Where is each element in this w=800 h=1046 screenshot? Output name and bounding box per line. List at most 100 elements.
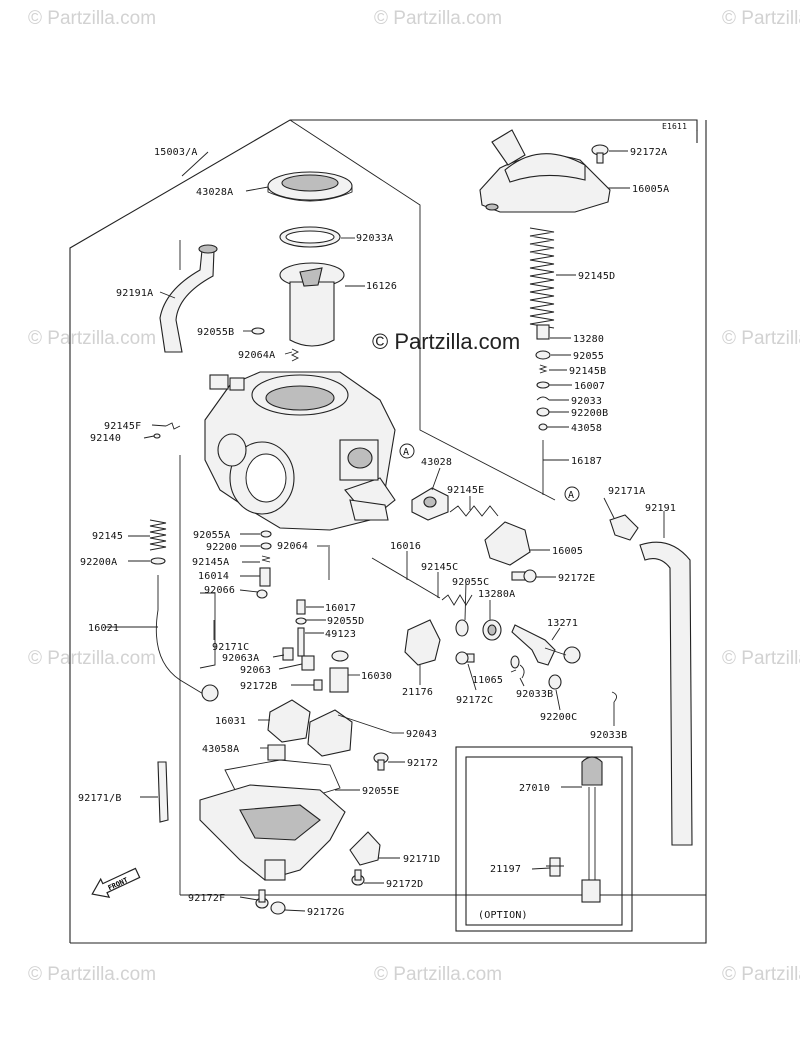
label-92055: 92055 [573,351,604,362]
ring-11065[interactable] [510,655,520,669]
tube-49123[interactable] [297,627,305,657]
screw-92172b[interactable] [313,679,323,691]
label-92171b: 92171/B [78,793,122,804]
watermark-text: © Partzilla.com [28,328,156,349]
pin-92043[interactable] [337,714,393,734]
watermark-text: © Partzilla.com [722,8,800,29]
top-cover-16005a[interactable] [479,129,611,213]
screw-92172g[interactable] [270,901,286,915]
label-92043: 92043 [406,729,437,740]
clamp-92171a[interactable] [609,514,639,541]
watermark-text: © Partzilla.com [28,964,156,985]
lever-13271[interactable] [511,624,581,666]
sensor-21197[interactable] [546,857,564,877]
label-92191a: 92191A [116,288,153,299]
watermark-text: © Partzilla.com [722,328,800,349]
washer-92200c[interactable] [548,674,562,690]
screw-92172c[interactable] [455,651,475,665]
washer-92200[interactable] [260,542,272,550]
label-92033a: 92033A [356,233,393,244]
label-16187: 16187 [571,456,602,467]
ring-92140[interactable] [153,433,161,439]
label-92064a: 92064A [238,350,275,361]
spring-92145a[interactable] [261,555,271,563]
valve-16030[interactable] [329,667,349,693]
part-labels: 15003/A 43028A 92033A 16126 92191A 92055… [78,147,676,918]
label-92055e: 92055E [362,786,399,797]
screw-92172d[interactable] [351,869,365,886]
needle-holder-13280[interactable] [536,324,550,340]
spring-92145b[interactable] [538,364,548,374]
label-15003a: 15003/A [154,147,198,158]
float-bowl[interactable] [199,784,346,881]
spring-92145[interactable] [149,519,167,551]
carburetor-body[interactable] [204,371,396,531]
label-27010: 27010 [519,783,550,794]
strap-92171b[interactable] [157,761,169,823]
label-92145a: 92145A [192,557,229,568]
diaphragm-43028a[interactable] [267,171,353,202]
ring-92055d[interactable] [295,617,307,625]
washer-92055[interactable] [535,350,551,360]
label-92172c: 92172C [456,695,493,706]
cable-16021[interactable] [155,575,206,696]
spring-92064a[interactable] [290,348,300,362]
o-ring-92055c[interactable] [455,619,469,637]
label-92171c: 92171C [212,642,249,653]
cover-16005[interactable] [484,521,531,566]
clip-92033b[interactable] [519,664,525,679]
jet-92063a[interactable] [282,647,294,661]
label-92145: 92145 [92,531,123,542]
ring-16030[interactable] [331,650,349,662]
o-ring-92055b[interactable] [251,327,265,335]
spring-92145d[interactable] [529,227,555,329]
label-13280: 13280 [573,334,604,345]
hose-92191[interactable] [639,541,693,846]
clip-92171c[interactable] [199,592,216,669]
label-92033b: 92033B [516,689,553,700]
ring-92066[interactable] [256,589,268,599]
watermark-center-text: © Partzilla.com [372,329,520,354]
washer-92200a[interactable] [150,557,166,565]
clip-92171d[interactable] [349,831,381,866]
option-box-inner [465,756,623,926]
spring-92145c[interactable] [441,594,473,606]
ring-92055a[interactable] [260,530,272,538]
assembly-frame-right [70,120,707,944]
jet-16017[interactable] [296,599,306,615]
leader-lines [105,150,665,912]
needle-43058a[interactable] [267,744,286,761]
spring-92145e[interactable] [449,505,499,517]
float-16031[interactable] [267,699,353,757]
jet-92063[interactable] [301,655,315,671]
label-92055a: 92055A [193,530,230,541]
shaft-16016[interactable] [371,557,441,599]
screw-92172[interactable] [373,752,389,771]
screw-92172a[interactable] [591,144,609,164]
label-92172e: 92172E [558,573,595,584]
washer-92200b[interactable] [536,407,550,417]
fitting-13280a[interactable] [482,619,502,641]
sensor-21176[interactable] [404,619,441,666]
label-92033: 92033 [571,396,602,407]
vacuum-piston-16126[interactable] [279,262,345,347]
seat-16007[interactable] [536,381,550,389]
label-92063a: 92063A [222,653,259,664]
clip-92033[interactable] [536,396,550,401]
label-92145f: 92145F [104,421,141,432]
label-92055c: 92055C [452,577,489,588]
spring-92145f[interactable] [165,422,181,430]
label-16030: 16030 [361,671,392,682]
label-92145b: 92145B [569,366,606,377]
screw-92172f[interactable] [255,889,269,909]
label-92064: 92064 [277,541,308,552]
label-92066: 92066 [204,585,235,596]
label-92145d: 92145D [578,271,615,282]
ring-43058[interactable] [538,423,548,431]
clip-92033b-2[interactable] [611,691,617,703]
screw-16014[interactable] [259,567,271,587]
label-92172d: 92172D [386,879,423,890]
heater-27010[interactable] [581,756,603,903]
